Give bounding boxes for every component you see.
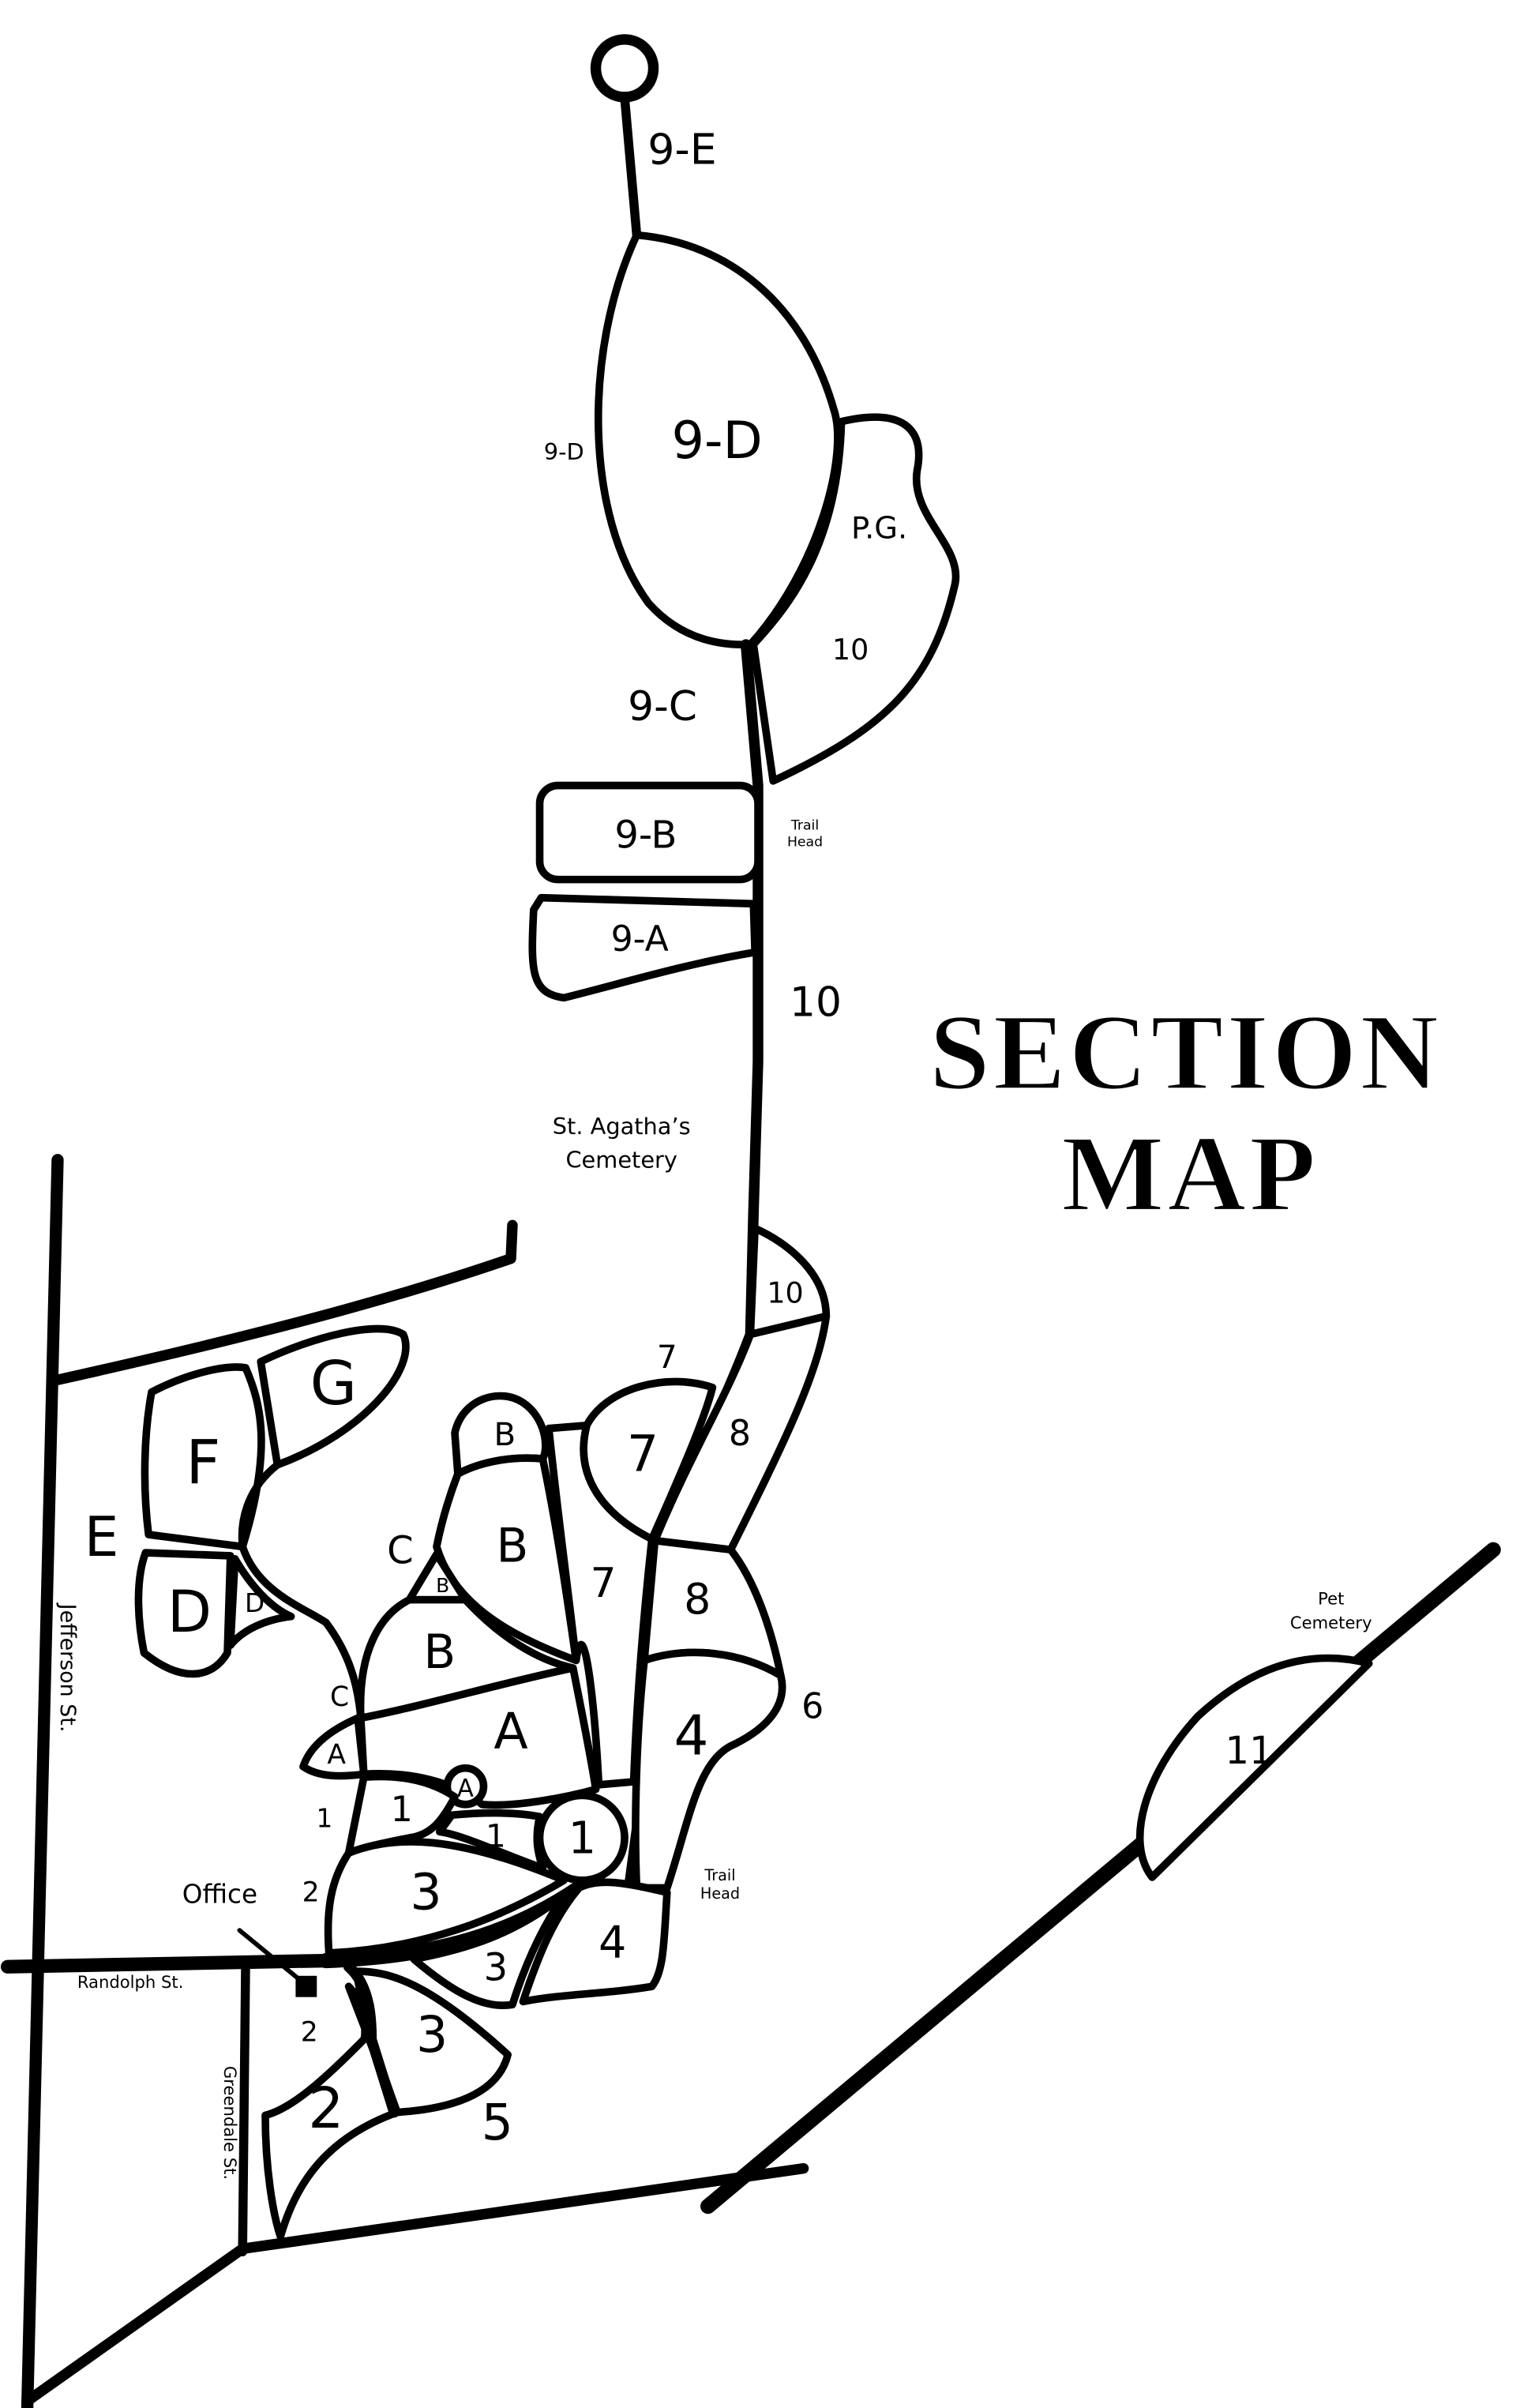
section-label: B [497,1520,529,1574]
section-label: G [310,1349,358,1419]
office-label: Office [182,1880,257,1910]
section-a-small [299,1714,368,1780]
section-4-big [632,1648,786,1892]
section-label: 3 [484,1946,508,1990]
section-label: C [387,1529,414,1573]
section-label: P.G. [851,511,907,547]
section-label: 10 [832,633,869,667]
section-label: C [330,1681,349,1713]
section-label: B [423,1625,456,1680]
section-label: D [245,1588,265,1618]
section-label: 10 [767,1275,803,1309]
section-label: 2 [301,2016,318,2048]
randolph-street-label: Randolph St. [77,1972,184,1992]
section-label: 2 [302,1877,320,1909]
section-label: 9-D [671,411,762,471]
section-9b [535,781,762,884]
section-f [141,1363,265,1551]
section-label: 9-D [544,438,584,465]
section-label: A [457,1775,474,1803]
section-label: 9-E [647,124,717,174]
section-label: 6 [801,1686,824,1726]
trail-head-label: Head [700,1884,740,1903]
cemetery-sections [261,34,960,2241]
section-label: F [186,1428,220,1498]
title-line-2: MAP [1061,1113,1319,1234]
section-label: 7 [657,1339,677,1376]
section-label: 7 [591,1560,617,1607]
section-label: 8 [684,1574,711,1624]
office-marker [237,1928,317,1997]
section-label: 11 [1225,1729,1274,1773]
office-building-icon [295,1975,317,1997]
section-label: 4 [599,1918,626,1969]
section-pg-10 [749,413,960,785]
section-label: 10 [790,979,842,1026]
map-title: SECTION SECTION MAP MAP [929,990,1442,1234]
section-4-lower [519,1878,671,2006]
section-label: 1 [568,1813,596,1864]
section-2-big [261,1982,401,2241]
northwest-sections [134,1324,410,1722]
section-1-b [436,1809,547,1873]
title-line-1: SECTION [929,992,1442,1113]
jefferson-street [21,1154,64,2408]
section-label: 7 [627,1424,659,1482]
trail-head-label: Trail [704,1866,735,1884]
trail-head-label: Trail [790,817,819,833]
greendale-street-label: Greendale St. [220,2066,240,2180]
section-label: 1 [486,1818,506,1855]
section-label: B [494,1416,516,1453]
svg-text:SECTION: SECTION [929,992,1442,1113]
pet-cemetery-label: Pet [1318,1588,1344,1608]
north-boundary-road [52,1219,518,1385]
section-label: A [493,1702,527,1760]
section-3-big [324,1838,568,1957]
cemetery-label: St. Agatha’s [553,1113,691,1140]
section-d-small [227,1554,295,1650]
section-label: E [84,1506,119,1569]
section-label: 2 [308,2076,343,2141]
south-road [24,2162,809,2405]
section-label: 9-B [614,813,677,857]
greendale-street [238,1960,250,2256]
section-label: 1 [316,1804,332,1834]
section-labels: 9-E 9-D 9-D P.G. 10 9-C 9-B 9-A 10 10 7 … [84,124,1274,2151]
cemetery-label: Cemetery [565,1146,677,1173]
section-label: D [167,1579,212,1646]
section-label: 9-A [611,919,669,960]
turnaround-circle [590,34,659,103]
section-9a [528,893,759,1002]
section-label: 4 [674,1704,709,1767]
section-label: 9-C [628,683,697,731]
section-label: 3 [410,1862,441,1921]
rail-line [700,1542,1501,2215]
jefferson-street-label: Jefferson St. [55,1602,80,1733]
section-label: 1 [391,1790,413,1830]
section-label: 3 [416,2005,448,2064]
place-labels: St. Agatha’s Cemetery Pet Cemetery Trail… [55,817,1372,2180]
section-label: A [327,1739,346,1771]
trail-head-label: Head [787,834,823,850]
section-label: 8 [729,1414,751,1454]
section-label: B [436,1574,449,1597]
randolph-street [0,1953,333,1974]
section-11 [1135,1654,1373,1881]
pet-cemetery-label: Cemetery [1290,1613,1372,1632]
svg-text:MAP: MAP [1061,1113,1319,1234]
section-label: 5 [482,2093,513,2151]
section-3-small [410,1891,568,2009]
section-g [257,1324,410,1469]
section-d [134,1549,235,1678]
